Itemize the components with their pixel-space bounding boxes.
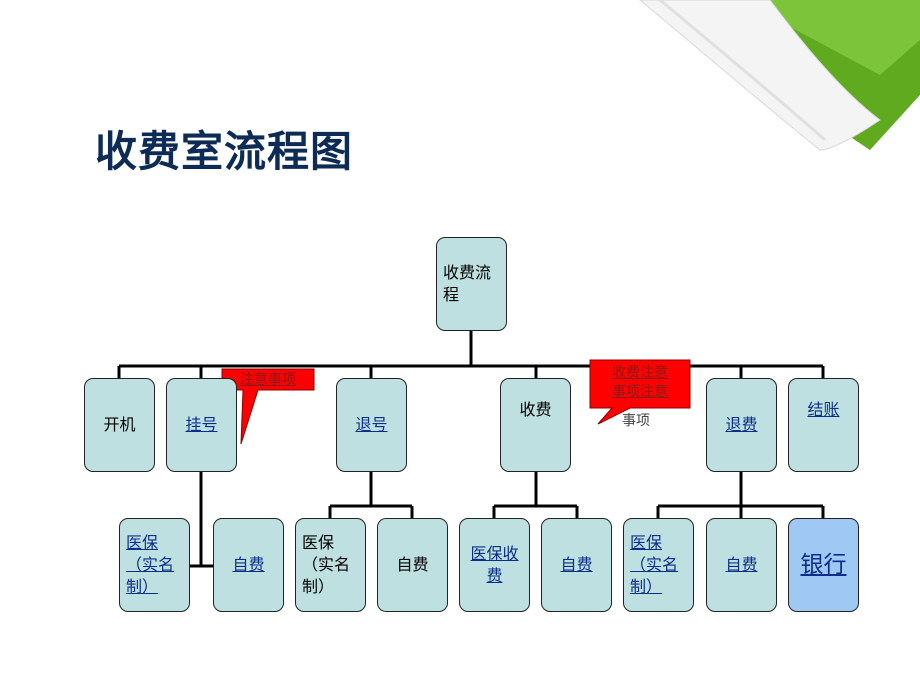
node-yibao-2: 医保 （实名 制） [295,518,366,612]
node-zifei-3[interactable]: 自费 [541,518,612,612]
node-guahao-link[interactable]: 挂号 [185,415,218,434]
node-yibao-1-link[interactable]: 医保 （实名 制） [126,533,175,596]
node-tuifei[interactable]: 退费 [706,378,777,472]
node-tuifei-link[interactable]: 退费 [725,415,758,434]
callout-2-text[interactable]: 收费注意 事项注意 [592,364,688,402]
node-zifei-1[interactable]: 自费 [213,518,284,612]
node-zifei-4[interactable]: 自费 [706,518,777,612]
node-guahao[interactable]: 挂号 [166,378,237,472]
node-yibao-1[interactable]: 医保 （实名 制） [119,518,190,612]
node-bank[interactable]: 银行 [788,518,859,612]
node-yibao-3[interactable]: 医保收 费 [459,518,530,612]
callout-1-text[interactable]: 注意事项 [224,371,312,390]
callout-1-link[interactable]: 注意事项 [240,372,296,388]
node-root: 收费流 程 [436,237,507,331]
node-zifei-4-link[interactable]: 自费 [725,555,758,574]
node-zifei-2: 自费 [377,518,448,612]
node-tuihao[interactable]: 退号 [336,378,407,472]
node-zifei-1-link[interactable]: 自费 [232,555,265,574]
node-yibao-3-link[interactable]: 医保收 费 [470,544,519,585]
node-tuihao-link[interactable]: 退号 [355,415,388,434]
corner-page-curl [639,0,881,151]
node-shoufei: 收费 [500,378,571,472]
node-shoufei-label: 收费 [519,400,552,419]
node-yibao-2-label: 医保 （实名 制） [302,533,351,596]
corner-green-light [740,0,920,75]
callout-2-shape [589,359,691,425]
node-jiezhang-link[interactable]: 结账 [807,400,840,419]
callout-2-link[interactable]: 收费注意 事项注意 [612,365,668,400]
node-kaiji: 开机 [84,378,155,472]
connector-lines [117,330,825,568]
node-zifei-3-link[interactable]: 自费 [560,555,593,574]
node-jiezhang[interactable]: 结账 [788,378,859,472]
node-yibao-4[interactable]: 医保 （实名 制） [623,518,694,612]
callout-2-overflow-text: 事项 [622,413,650,429]
node-root-label: 收费流 程 [443,263,492,304]
node-zifei-2-label: 自费 [396,555,429,574]
node-bank-link[interactable]: 银行 [800,552,847,578]
node-kaiji-label: 开机 [103,415,136,434]
page-title: 收费室流程图 [95,127,354,176]
node-yibao-4-link[interactable]: 医保 （实名 制） [630,533,679,596]
